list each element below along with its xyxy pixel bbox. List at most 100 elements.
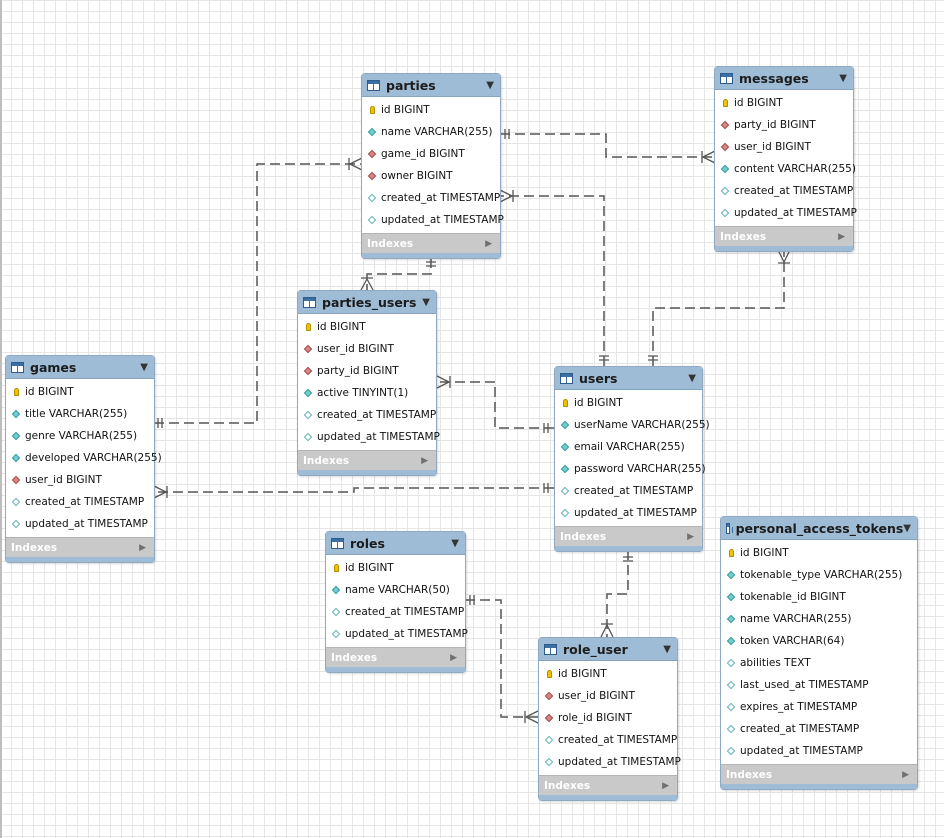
- indexes-section[interactable]: Indexes ▶: [715, 226, 853, 246]
- table-header[interactable]: users ▼: [555, 367, 702, 390]
- column-row[interactable]: password VARCHAR(255): [555, 458, 706, 480]
- column-row[interactable]: user_id BIGINT: [539, 685, 677, 707]
- column-row[interactable]: id BIGINT: [6, 381, 154, 403]
- expand-arrow-icon[interactable]: ▶: [485, 238, 492, 249]
- column-row[interactable]: updated_at TIMESTAMP: [721, 740, 917, 762]
- column-row[interactable]: updated_at TIMESTAMP: [555, 502, 702, 524]
- users-messages-connector[interactable]: [652, 250, 785, 366]
- users-role-user-connector[interactable]: [606, 550, 629, 637]
- table-messages[interactable]: messages ▼ id BIGINT party_id BIGINT use…: [714, 66, 857, 252]
- column-row[interactable]: active TINYINT(1): [298, 382, 436, 404]
- column-row[interactable]: created_at TIMESTAMP: [362, 187, 500, 209]
- table-users[interactable]: users ▼ id BIGINT userName VARCHAR(255) …: [554, 366, 710, 552]
- dropdown-triangle-icon[interactable]: ▼: [451, 537, 459, 549]
- dropdown-triangle-icon[interactable]: ▼: [903, 522, 911, 534]
- indexes-section[interactable]: Indexes ▶: [721, 764, 917, 784]
- column-row[interactable]: created_at TIMESTAMP: [715, 180, 853, 202]
- column-row[interactable]: name VARCHAR(50): [326, 579, 465, 601]
- column-row[interactable]: updated_at TIMESTAMP: [362, 209, 504, 231]
- expand-arrow-icon[interactable]: ▶: [662, 780, 669, 791]
- table-games[interactable]: games ▼ id BIGINT title VARCHAR(255) gen…: [5, 355, 162, 563]
- table-parties[interactable]: parties ▼ id BIGINT name VARCHAR(255) ga…: [361, 73, 504, 259]
- column-row[interactable]: title VARCHAR(255): [6, 403, 154, 425]
- dropdown-triangle-icon[interactable]: ▼: [688, 372, 696, 384]
- indexes-section[interactable]: Indexes ▶: [326, 647, 465, 667]
- column-row[interactable]: id BIGINT: [539, 663, 677, 685]
- column-row[interactable]: expires_at TIMESTAMP: [721, 696, 917, 718]
- column-row[interactable]: user_id BIGINT: [715, 136, 853, 158]
- column-row[interactable]: id BIGINT: [326, 557, 465, 579]
- column-row[interactable]: updated_at TIMESTAMP: [326, 623, 468, 645]
- column-row[interactable]: id BIGINT: [362, 99, 500, 121]
- dropdown-triangle-icon[interactable]: ▼: [839, 72, 847, 84]
- column-row[interactable]: tokenable_id BIGINT: [721, 586, 917, 608]
- indexes-section[interactable]: Indexes ▶: [539, 775, 677, 795]
- table-header[interactable]: role_user ▼: [539, 638, 677, 661]
- dropdown-triangle-icon[interactable]: ▼: [140, 361, 148, 373]
- expand-arrow-icon[interactable]: ▶: [139, 542, 146, 553]
- indexes-section[interactable]: Indexes ▶: [555, 526, 702, 546]
- column-row[interactable]: created_at TIMESTAMP: [6, 491, 154, 513]
- table-header[interactable]: messages ▼: [715, 67, 853, 90]
- column-row[interactable]: created_at TIMESTAMP: [326, 601, 465, 623]
- dropdown-triangle-icon[interactable]: ▼: [422, 296, 430, 308]
- column-row[interactable]: created_at TIMESTAMP: [298, 404, 436, 426]
- column-row[interactable]: last_used_at TIMESTAMP: [721, 674, 917, 696]
- column-row[interactable]: created_at TIMESTAMP: [721, 718, 917, 740]
- dropdown-triangle-icon[interactable]: ▼: [663, 643, 671, 655]
- table-header[interactable]: parties ▼: [362, 74, 500, 97]
- column-row[interactable]: genre VARCHAR(255): [6, 425, 154, 447]
- column-row[interactable]: email VARCHAR(255): [555, 436, 702, 458]
- users-parties-users-connector[interactable]: [437, 381, 554, 429]
- column-row[interactable]: content VARCHAR(255): [715, 158, 856, 180]
- indexes-section[interactable]: Indexes ▶: [298, 450, 436, 470]
- column-row[interactable]: user_id BIGINT: [6, 469, 154, 491]
- column-row[interactable]: tokenable_type VARCHAR(255): [721, 564, 917, 586]
- games-parties-connector[interactable]: [154, 163, 362, 424]
- column-row[interactable]: id BIGINT: [555, 392, 702, 414]
- column-row[interactable]: id BIGINT: [715, 92, 853, 114]
- column-row[interactable]: userName VARCHAR(255): [555, 414, 710, 436]
- expand-arrow-icon[interactable]: ▶: [421, 455, 428, 466]
- dropdown-triangle-icon[interactable]: ▼: [486, 79, 494, 91]
- column-row[interactable]: updated_at TIMESTAMP: [298, 426, 440, 448]
- table-role-user[interactable]: role_user ▼ id BIGINT user_id BIGINT rol…: [538, 637, 681, 801]
- column-row[interactable]: user_id BIGINT: [298, 338, 436, 360]
- expand-arrow-icon[interactable]: ▶: [838, 231, 845, 242]
- table-base: [555, 546, 702, 551]
- table-header[interactable]: parties_users ▼: [298, 291, 436, 314]
- roles-role-user-connector[interactable]: [465, 599, 538, 718]
- column-row[interactable]: abilities TEXT: [721, 652, 917, 674]
- column-row[interactable]: created_at TIMESTAMP: [539, 729, 677, 751]
- parties-parties-users-connector[interactable]: [366, 258, 432, 290]
- column-row[interactable]: game_id BIGINT: [362, 143, 500, 165]
- indexes-section[interactable]: Indexes ▶: [362, 233, 500, 253]
- column-row[interactable]: name VARCHAR(255): [721, 608, 917, 630]
- parties-messages-connector[interactable]: [500, 133, 715, 158]
- column-row[interactable]: token VARCHAR(64): [721, 630, 917, 652]
- expand-arrow-icon[interactable]: ▶: [902, 769, 909, 780]
- indexes-section[interactable]: Indexes ▶: [6, 537, 154, 557]
- table-header[interactable]: games ▼: [6, 356, 154, 379]
- column-row[interactable]: party_id BIGINT: [715, 114, 853, 136]
- table-header[interactable]: personal_access_tokens ▼: [721, 517, 917, 540]
- column-row[interactable]: created_at TIMESTAMP: [555, 480, 702, 502]
- column-row[interactable]: id BIGINT: [298, 316, 436, 338]
- expand-arrow-icon[interactable]: ▶: [687, 531, 694, 542]
- table-parties-users[interactable]: parties_users ▼ id BIGINT user_id BIGINT…: [297, 290, 440, 476]
- column-row[interactable]: owner BIGINT: [362, 165, 500, 187]
- expand-arrow-icon[interactable]: ▶: [450, 652, 457, 663]
- column-row[interactable]: name VARCHAR(255): [362, 121, 500, 143]
- users-games-connector[interactable]: [154, 487, 554, 493]
- table-roles[interactable]: roles ▼ id BIGINT name VARCHAR(50) creat…: [325, 531, 468, 673]
- column-row[interactable]: updated_at TIMESTAMP: [715, 202, 857, 224]
- column-row[interactable]: id BIGINT: [721, 542, 917, 564]
- column-row[interactable]: party_id BIGINT: [298, 360, 436, 382]
- column-row[interactable]: updated_at TIMESTAMP: [539, 751, 681, 773]
- table-header[interactable]: roles ▼: [326, 532, 465, 555]
- users-parties-connector[interactable]: [500, 195, 605, 366]
- column-row[interactable]: updated_at TIMESTAMP: [6, 513, 154, 535]
- table-personal-access-tokens[interactable]: personal_access_tokens ▼ id BIGINT token…: [720, 516, 918, 790]
- column-row[interactable]: role_id BIGINT: [539, 707, 677, 729]
- column-row[interactable]: developed VARCHAR(255): [6, 447, 162, 469]
